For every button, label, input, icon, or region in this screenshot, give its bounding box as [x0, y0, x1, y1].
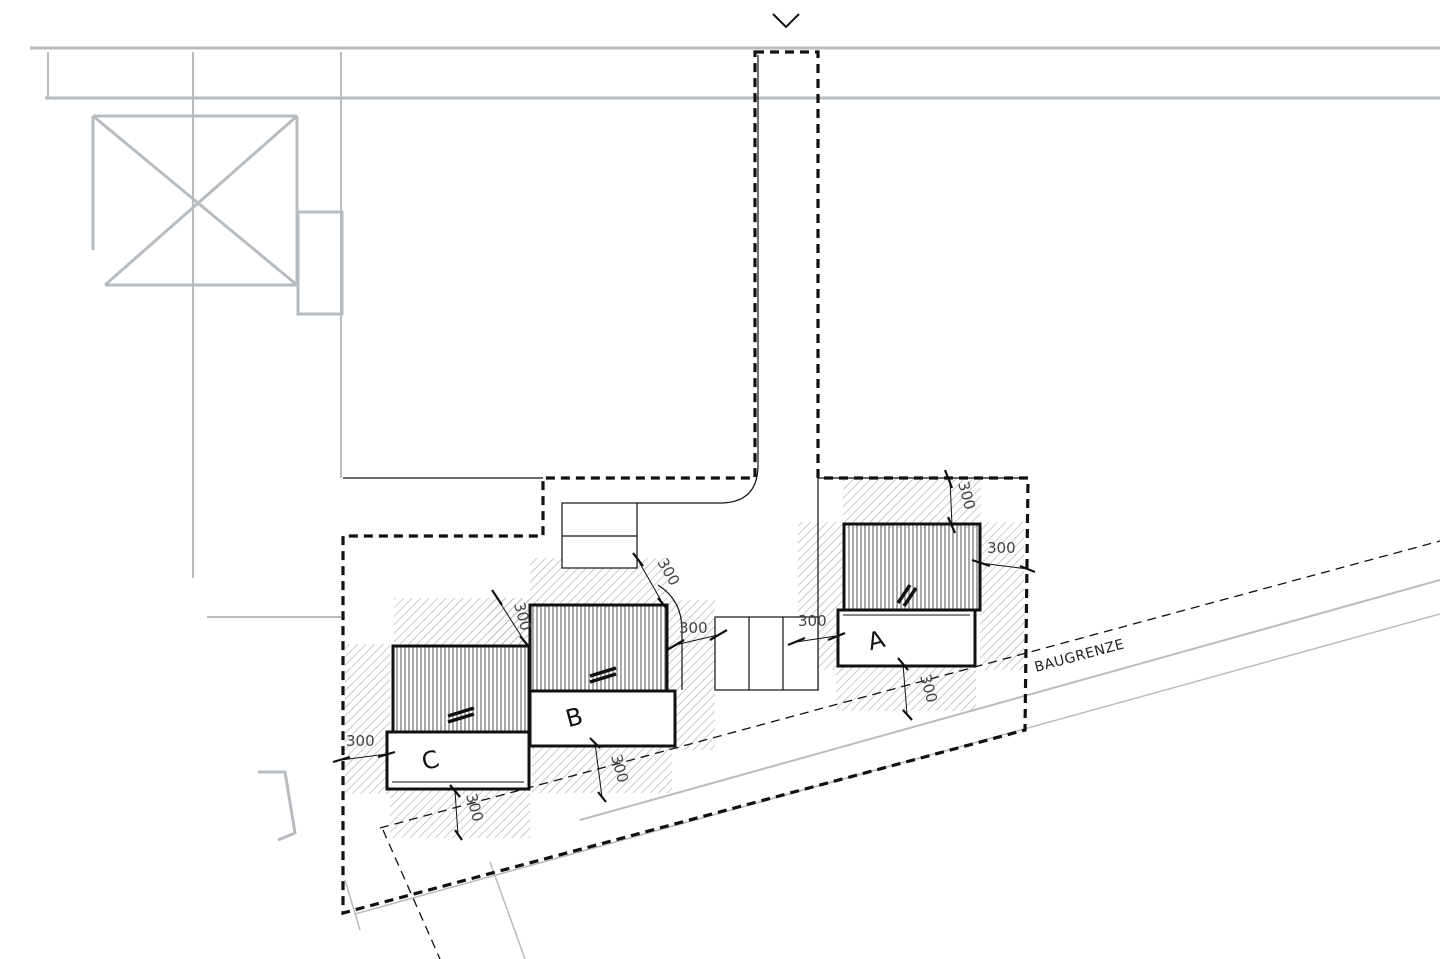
house-a-terrace [836, 608, 977, 668]
house-b-terrace [528, 689, 677, 748]
house-a[interactable]: A [836, 522, 982, 668]
context-lines [30, 46, 1440, 959]
house-a-label: A [865, 625, 889, 656]
baugrenze-label: BAUGRENZE [1033, 637, 1126, 676]
dim-b-right: 300 [679, 619, 708, 637]
house-b-roof [528, 603, 669, 693]
north-arrow-icon [772, 13, 800, 29]
house-c-label: C [419, 745, 442, 776]
storey-mark-icon [447, 706, 475, 724]
context-line [489, 861, 526, 959]
bracket-mark [258, 770, 297, 842]
parking-block [561, 502, 638, 569]
dim-a-left: 300 [798, 612, 827, 630]
carport-block [714, 616, 819, 691]
house-b-label: B [563, 702, 586, 733]
dim-a-right: 300 [987, 539, 1016, 557]
property-boundary [341, 50, 1030, 916]
house-c-terrace [385, 730, 531, 791]
setback-zones [345, 478, 1024, 838]
house-b[interactable]: B [528, 603, 677, 748]
driveway-curve [637, 55, 759, 504]
dimension-lines [340, 479, 1029, 836]
dim-c-left: 300 [346, 732, 375, 750]
context-line [579, 579, 1440, 821]
baugrenze-line [382, 829, 441, 959]
context-line [344, 879, 361, 931]
neighbour-building [91, 114, 344, 316]
storey-mark-icon [896, 584, 918, 607]
house-c[interactable]: C [385, 644, 531, 791]
baugrenze-line [379, 540, 1440, 829]
storey-mark-icon [589, 666, 617, 684]
